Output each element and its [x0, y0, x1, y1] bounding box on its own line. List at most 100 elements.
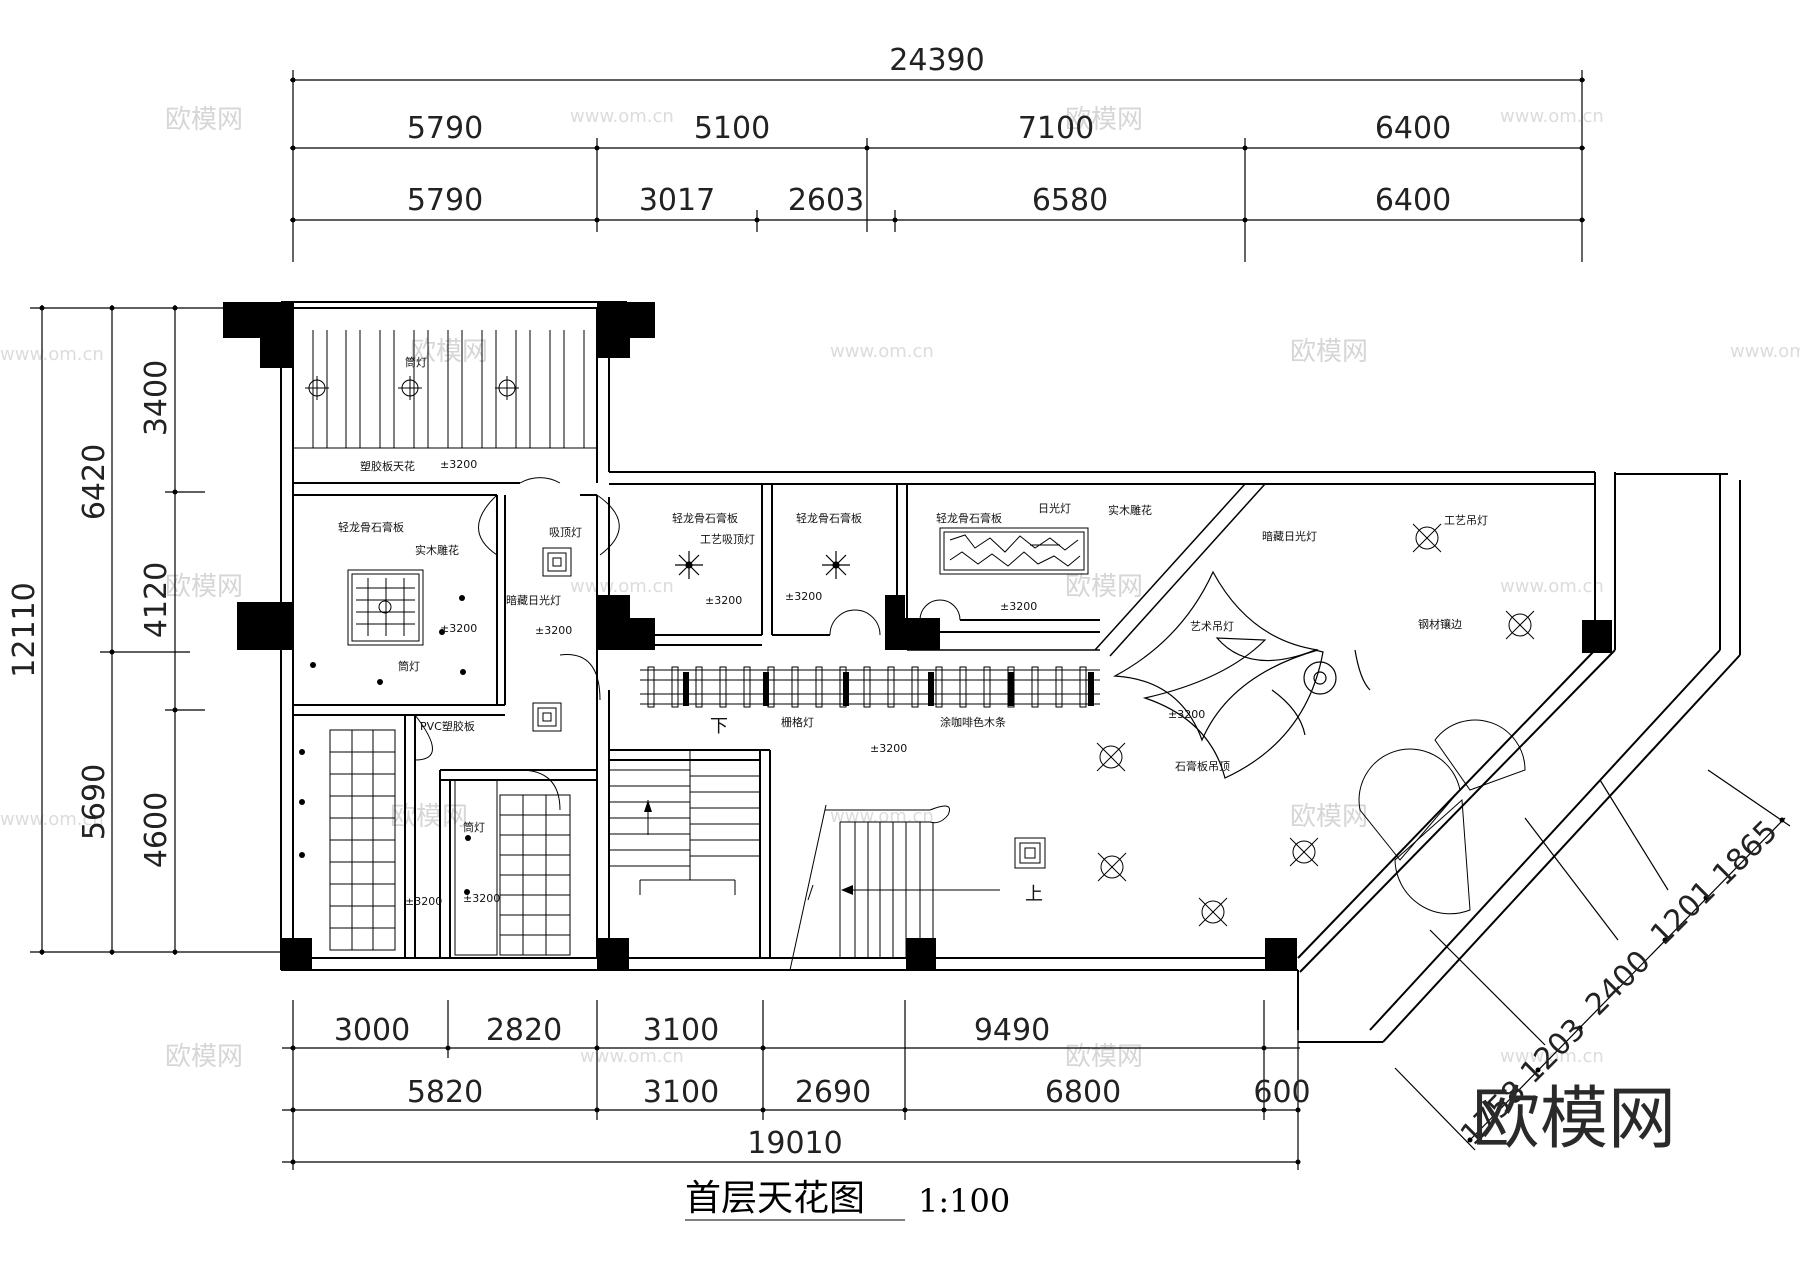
watermark-url: www.om.cn	[1500, 106, 1604, 127]
watermark-url: www.om.cn	[1500, 576, 1604, 597]
label-gypsum-2: 轻龙骨石膏板	[672, 511, 738, 525]
downlight-dots	[299, 595, 471, 895]
watermark-url: www.om.cn	[1730, 341, 1800, 362]
column	[1265, 938, 1297, 970]
stair-arrow	[841, 885, 853, 895]
watermark-url: www.om.cn	[0, 809, 104, 830]
dim-bottom-row1-1: 2820	[486, 1013, 562, 1048]
dim-left-total: 12110	[7, 582, 42, 677]
label-ceiling-lamp: 吸顶灯	[549, 526, 582, 539]
watermark-url: www.om.cn	[830, 806, 934, 827]
left-room-ceiling	[347, 547, 572, 732]
svg-text:±3200: ±3200	[405, 895, 442, 908]
diagonal-dim-ticks	[1467, 817, 1785, 1143]
label-up: 上	[1025, 884, 1043, 905]
pvc-grid	[329, 729, 571, 956]
dim-top-row1-0: 5790	[407, 111, 483, 146]
column	[906, 938, 936, 970]
label-steel-edge: 钢材镶边	[1418, 617, 1462, 631]
dim-bottom-row2-0: 5820	[407, 1075, 483, 1110]
dim-bottom-total: 19010	[747, 1126, 842, 1161]
diagonal-dimensions	[1394, 769, 1791, 1151]
svg-text:±3200: ±3200	[705, 594, 742, 607]
svg-text:±3200: ±3200	[440, 622, 477, 635]
dim-top-row1-3: 6400	[1375, 111, 1451, 146]
label-gypsum-3: 轻龙骨石膏板	[796, 511, 862, 525]
watermark-url: www.om.cn	[580, 1046, 684, 1067]
dim-top-total: 24390	[889, 43, 984, 78]
label-wood-carving-2: 实木雕花	[1108, 503, 1152, 517]
column	[885, 595, 940, 650]
watermark: 欧模网	[1065, 1042, 1143, 1072]
label-fluorescent: 日光灯	[1038, 501, 1071, 515]
column	[597, 595, 655, 650]
watermark: 欧模网	[390, 802, 468, 832]
door-swings	[414, 477, 1526, 915]
square-lamp	[1014, 837, 1046, 869]
dim-left-col2-2: 4600	[139, 792, 174, 868]
dim-bottom-row1-0: 3000	[334, 1013, 410, 1048]
stairs-left	[609, 750, 760, 895]
dim-left-col2-0: 3400	[139, 360, 174, 436]
watermark-url: www.om.cn	[570, 106, 674, 127]
watermark-url: www.om.cn	[570, 576, 674, 597]
columns	[223, 302, 1612, 970]
dim-top-row1-1: 5100	[694, 111, 770, 146]
brand-logo: 欧模网	[1472, 1080, 1676, 1159]
label-coffee-wood: 涂咖啡色木条	[940, 715, 1006, 729]
carved-panel	[939, 527, 1089, 575]
top-dim-ticks	[290, 77, 1585, 223]
column	[597, 938, 629, 970]
porch-downlights	[305, 376, 519, 400]
label-gypsum-ceiling: 石膏板吊顶	[1175, 759, 1230, 773]
label-craft-pendant: 工艺吊灯	[1444, 514, 1488, 527]
labels: 塑胶板天花 筒灯 轻龙骨石膏板 实木雕花 吸顶灯 暗藏日光灯 轻龙骨石膏板 工艺…	[338, 355, 1488, 905]
watermarks: 欧模网 www.om.cn 欧模网 www.om.cn www.om.cn 欧模…	[0, 105, 1800, 1072]
watermark: 欧模网	[165, 1042, 243, 1072]
dim-bottom-row1-2: 3100	[643, 1013, 719, 1048]
dim-top-row2-0: 5790	[407, 183, 483, 218]
dim-diagonal-0: 1865	[1706, 814, 1785, 893]
label-downlight-3: 筒灯	[463, 820, 485, 834]
plastic-ceiling-stripes	[293, 330, 597, 449]
watermark: 欧模网	[165, 572, 243, 602]
dim-top-row2-1: 3017	[639, 183, 715, 218]
svg-text:±3200: ±3200	[440, 458, 477, 471]
watermark: 欧模网	[1290, 337, 1368, 367]
dim-bottom-row2-4: 600	[1253, 1075, 1310, 1110]
dim-bottom-row1-3: 9490	[974, 1013, 1050, 1048]
dim-bottom-row2-1: 3100	[643, 1075, 719, 1110]
svg-text:±3200: ±3200	[535, 624, 572, 637]
label-wood-carving: 实木雕花	[415, 543, 459, 557]
label-gypsum-4: 轻龙骨石膏板	[936, 511, 1002, 525]
dim-top-row2-3: 6580	[1032, 183, 1108, 218]
drawing-title-text: 首层天花图	[685, 1178, 865, 1219]
dim-top-row2-2: 2603	[788, 183, 864, 218]
grille-lamps	[683, 672, 1094, 706]
dim-diagonal-2: 2400	[1579, 944, 1658, 1023]
column	[223, 302, 293, 368]
watermark-url: www.om.cn	[0, 344, 104, 365]
left-dim-ticks	[39, 305, 178, 955]
label-grille-lamp: 栅格灯	[781, 715, 814, 729]
svg-text:±3200: ±3200	[463, 892, 500, 905]
drawing-scale: 1:100	[918, 1182, 1010, 1220]
watermark: 欧模网	[410, 337, 488, 367]
stairs-right	[789, 804, 1000, 971]
dim-bottom-row2-3: 6800	[1045, 1075, 1121, 1110]
watermark: 欧模网	[1290, 802, 1368, 832]
walls	[280, 301, 1741, 1043]
stair-arrow	[644, 800, 652, 812]
label-pvc: PVC塑胶板	[420, 719, 475, 733]
label-gypsum: 轻龙骨石膏板	[338, 520, 404, 534]
label-downlight: 筒灯	[405, 355, 427, 369]
dim-bottom-row2-2: 2690	[795, 1075, 871, 1110]
elevation-markers: ±3200 ±3200 ±3200 ±3200 ±3200 ±3200 ±320…	[405, 458, 1205, 908]
column	[597, 302, 655, 358]
bottom-dim-ticks	[290, 1045, 1301, 1165]
dim-diagonal-1: 1201	[1644, 874, 1723, 953]
pendant-lamps	[1096, 523, 1535, 927]
label-craft-ceiling-lamp: 工艺吸顶灯	[700, 533, 755, 546]
dim-left-col2-1: 4120	[139, 562, 174, 638]
